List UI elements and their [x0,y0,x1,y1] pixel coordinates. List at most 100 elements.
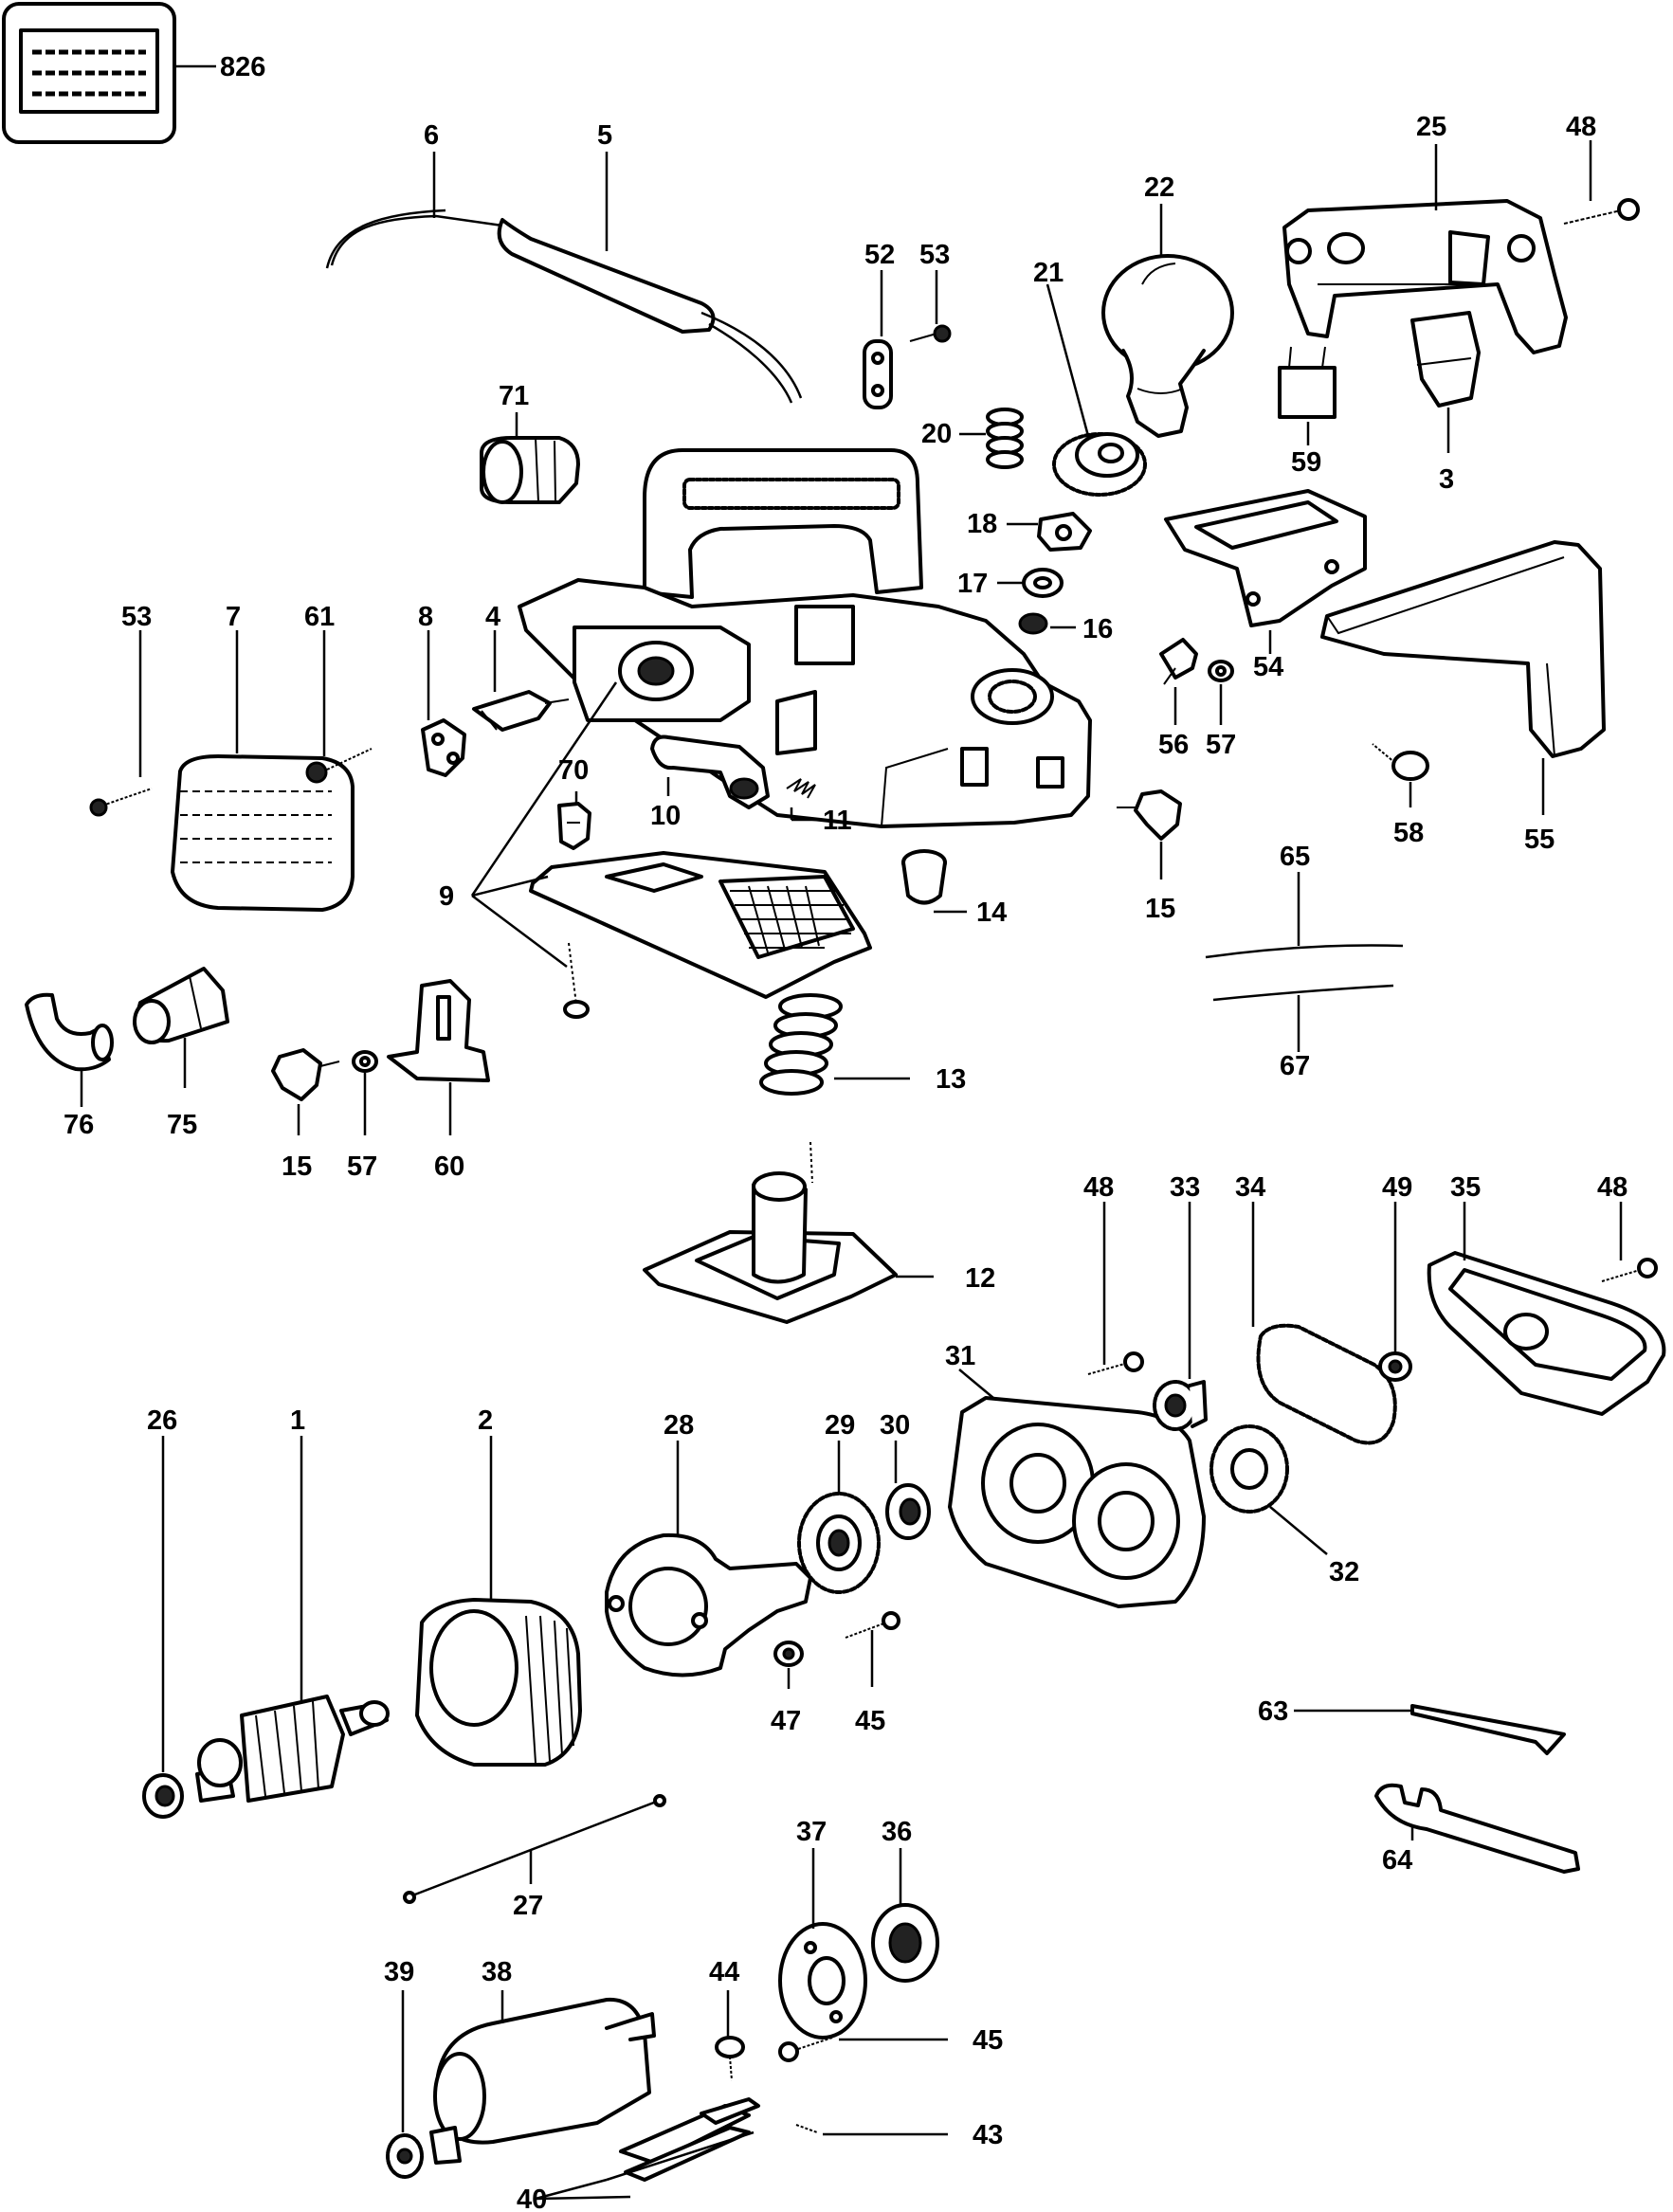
callout-3: 3 [1439,464,1454,495]
callout-21: 21 [1033,258,1064,288]
part-13-spring [759,993,843,1096]
part-76-elbow [25,992,114,1072]
callout-58: 58 [1393,818,1424,848]
callout-49: 49 [1382,1172,1412,1203]
part-31-gear-case [948,1396,1206,1608]
callout-35: 35 [1450,1172,1481,1203]
part-9-screw [563,942,590,1019]
callout-59: 59 [1291,447,1321,478]
part-75-adapter [133,967,229,1044]
part-3-switch-block [1410,311,1481,408]
callout-29: 29 [825,1410,855,1441]
part-14-bushing [901,849,947,905]
callout-9: 9 [439,881,454,912]
part-49-nut [1378,1351,1412,1382]
callout-20: 20 [921,419,952,449]
part-48-screw-right [1601,1258,1658,1282]
part-15-star-knob-right [1117,789,1182,841]
part-8-clip [421,718,466,777]
callout-11: 11 [823,806,852,836]
part-64-wrench [1374,1783,1580,1874]
part-37-bearing-plate [778,1922,867,2040]
callout-1: 1 [290,1405,305,1436]
callout-16: 16 [1082,614,1113,644]
callout-40: 40 [517,2185,547,2212]
part-56-wing-nut [1159,638,1198,685]
part-26-bearing [142,1773,184,1819]
callout-4: 4 [485,602,500,632]
callout-57-right: 57 [1206,730,1236,760]
callout-25: 25 [1416,112,1446,142]
part-44-screw [715,2036,745,2081]
callout-48-top: 48 [1566,112,1596,142]
callout-65: 65 [1280,842,1310,872]
callout-44: 44 [709,1957,739,1987]
callout-64: 64 [1382,1845,1412,1876]
callout-45-lower: 45 [973,2025,1003,2056]
callout-47: 47 [771,1706,801,1736]
callout-60: 60 [434,1151,464,1182]
part-35-belt-cover [1427,1251,1666,1416]
part-54-fence-bracket [1164,489,1367,627]
callout-38: 38 [482,1957,512,1987]
part-28-bearing-bracket [605,1532,812,1677]
part-52-cable-clamp [863,339,893,409]
part-20-small-spring [986,408,1024,469]
part-17-washer [1022,568,1064,598]
callout-45-upper: 45 [855,1706,885,1736]
part-29-gear [797,1492,881,1594]
callout-55: 55 [1524,825,1555,855]
callout-2: 2 [478,1405,493,1436]
part-6-power-cable [325,209,503,269]
callout-61: 61 [304,602,335,632]
part-18-star-washer [1037,512,1092,552]
callout-37: 37 [796,1817,827,1847]
part-65-blade [1205,944,1404,959]
part-22-front-knob [1101,254,1234,438]
part-2-stator [415,1598,582,1767]
callout-826: 826 [220,52,265,82]
callout-13: 13 [936,1064,966,1095]
callout-71: 71 [499,381,529,411]
part-25-handle-half [1282,199,1568,354]
part-55-side-fence [1320,540,1606,758]
part-36-bearing [871,1903,939,1983]
callout-32: 32 [1329,1557,1359,1587]
part-32-large-pulley [1209,1424,1289,1514]
part-59-switch [1278,346,1337,419]
part-30-bearing [885,1483,931,1540]
callout-22: 22 [1144,172,1174,203]
callout-53-top: 53 [919,240,950,270]
callout-52: 52 [864,240,895,270]
part-7-belt-cover [171,754,355,912]
callout-57-left: 57 [347,1151,377,1182]
planer-main-housing [518,448,1092,828]
callout-18: 18 [967,509,997,539]
part-27-wire [403,1794,666,1904]
part-5-cable-guard [497,218,803,404]
part-34-drive-belt [1256,1323,1397,1445]
callout-15-left: 15 [282,1151,312,1182]
part-60-depth-guide [387,979,490,1082]
part-70-lock-tab [557,802,591,850]
part-16-nut [1018,612,1048,635]
callout-34: 34 [1235,1172,1265,1203]
callout-67: 67 [1280,1051,1310,1081]
callout-39: 39 [384,1957,414,1987]
part-9-shoe-plate [529,851,872,999]
callout-15-right: 15 [1145,894,1175,924]
callout-48-right: 48 [1597,1172,1628,1203]
part-33-small-pulley [1153,1380,1208,1431]
part-4-belt-lever [472,690,570,732]
part-1-armature [195,1695,390,1803]
callout-17: 17 [957,569,988,599]
part-67-blade [1212,984,1394,1002]
callout-12: 12 [965,1263,995,1294]
callout-56: 56 [1158,730,1189,760]
callout-63: 63 [1258,1696,1288,1727]
part-48-screw-top [1563,198,1640,225]
part-21-depth-ring [1052,432,1147,497]
callout-76: 76 [64,1110,94,1140]
callout-30: 30 [880,1410,910,1441]
part-53-screw-left [89,788,153,817]
